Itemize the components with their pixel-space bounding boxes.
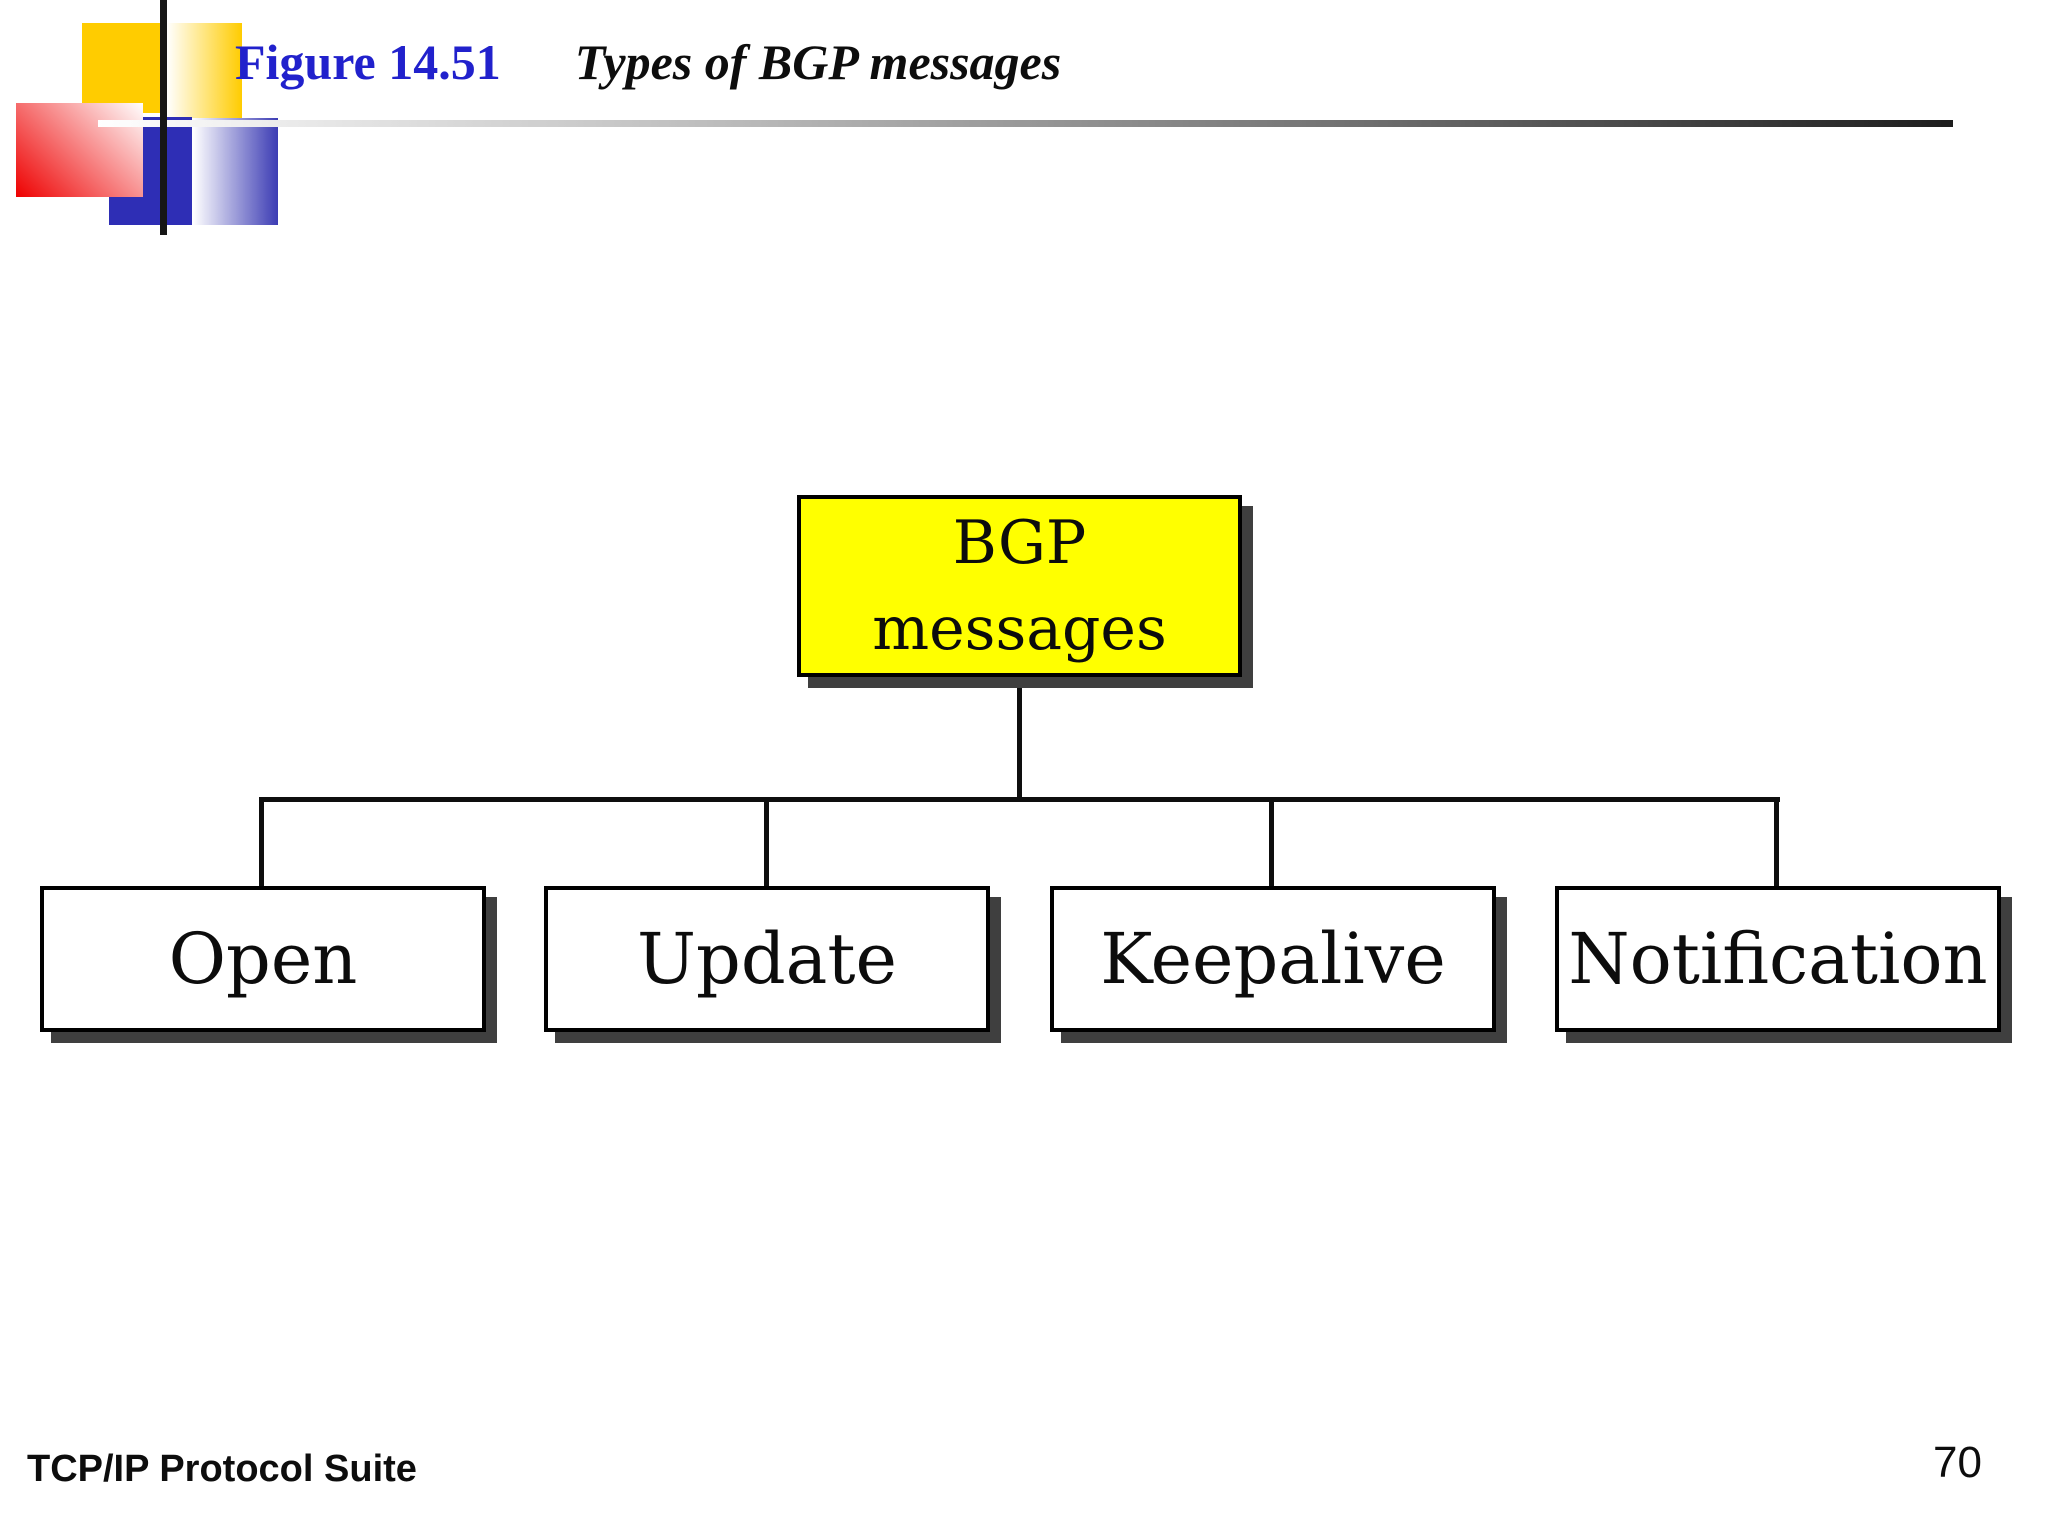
- update-label: Update: [637, 918, 897, 1000]
- title-rule: [98, 120, 1953, 127]
- bgp-messages-box: BGP messages: [797, 495, 1242, 677]
- figure-label: Figure 14.51: [235, 34, 501, 90]
- connector-stub-keepalive: [1269, 797, 1274, 886]
- page-number: 70: [1933, 1438, 1982, 1487]
- connector-stub-notification: [1774, 797, 1779, 886]
- bgp-messages-label-line1: BGP: [952, 508, 1087, 578]
- notification-box: Notification: [1555, 886, 2001, 1032]
- logo-vertical-line: [160, 0, 167, 235]
- logo-red-gradient-square: [16, 103, 143, 197]
- figure-title: Types of BGP messages: [574, 34, 1062, 90]
- connector-root-stub: [1017, 677, 1022, 802]
- connector-stub-update: [764, 797, 769, 886]
- open-box: Open: [40, 886, 486, 1032]
- logo-yellow-gradient-square: [167, 23, 242, 118]
- keepalive-box: Keepalive: [1050, 886, 1496, 1032]
- bgp-messages-label-line2: messages: [872, 594, 1167, 664]
- connector-horizontal-line: [259, 797, 1780, 802]
- logo-yellow-square: [82, 23, 160, 113]
- slide-title: Figure 14.51 Types of BGP messages: [235, 33, 1061, 91]
- update-box: Update: [544, 886, 990, 1032]
- keepalive-label: Keepalive: [1100, 918, 1446, 1000]
- notification-label: Notification: [1568, 918, 1988, 1000]
- logo-blue-gradient-square: [193, 118, 278, 225]
- open-label: Open: [168, 918, 358, 1000]
- footer-text: TCP/IP Protocol Suite: [27, 1448, 417, 1490]
- connector-stub-open: [259, 797, 264, 886]
